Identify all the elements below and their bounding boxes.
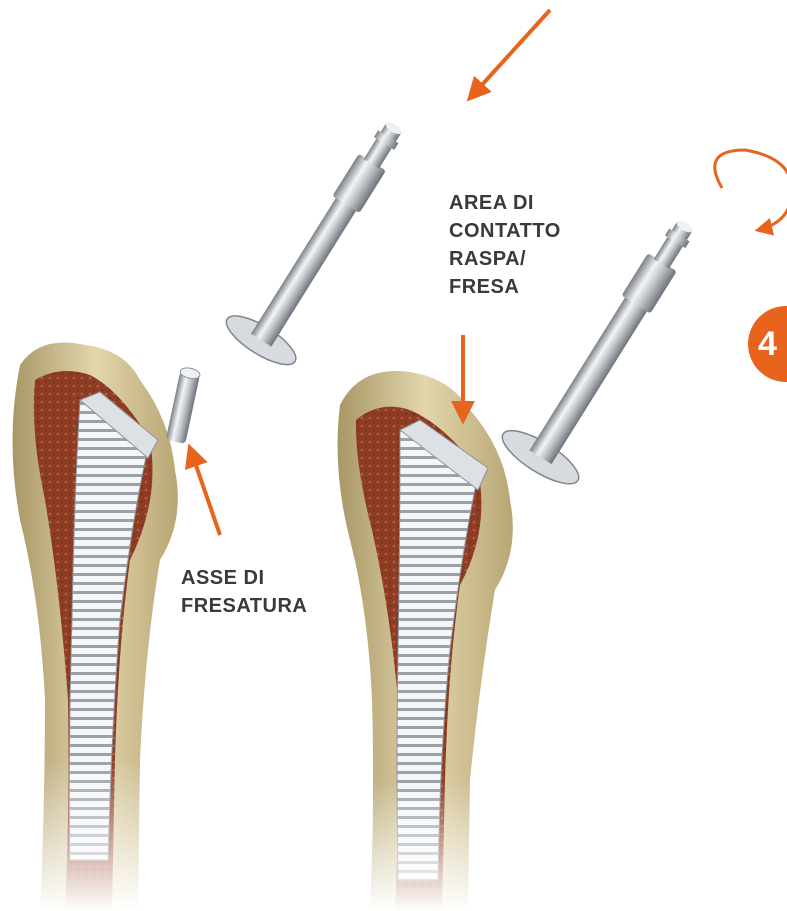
contact-area-line-3: RASPA/ xyxy=(449,245,561,273)
reamer-disc xyxy=(220,307,303,373)
left-humerus xyxy=(0,343,201,911)
contact-area-line-1: AREA DI xyxy=(449,189,561,217)
left-reaming-pin xyxy=(166,366,201,444)
reaming-axis-line-1: ASSE DI xyxy=(181,564,307,592)
contact-area-label: AREA DI CONTATTO RASPA/ FRESA xyxy=(449,189,561,301)
reaming-axis-arrow xyxy=(190,448,220,535)
insertion-arrow xyxy=(470,10,550,98)
rotation-arrow xyxy=(715,150,787,230)
right-humerus xyxy=(330,371,530,911)
contact-area-line-2: CONTATTO xyxy=(449,217,561,245)
reaming-axis-label: ASSE DI FRESATURA xyxy=(181,564,307,620)
reamer-instrument-free xyxy=(220,104,430,374)
contact-area-line-4: FRESA xyxy=(449,273,561,301)
reaming-axis-line-2: FRESATURA xyxy=(181,592,307,620)
